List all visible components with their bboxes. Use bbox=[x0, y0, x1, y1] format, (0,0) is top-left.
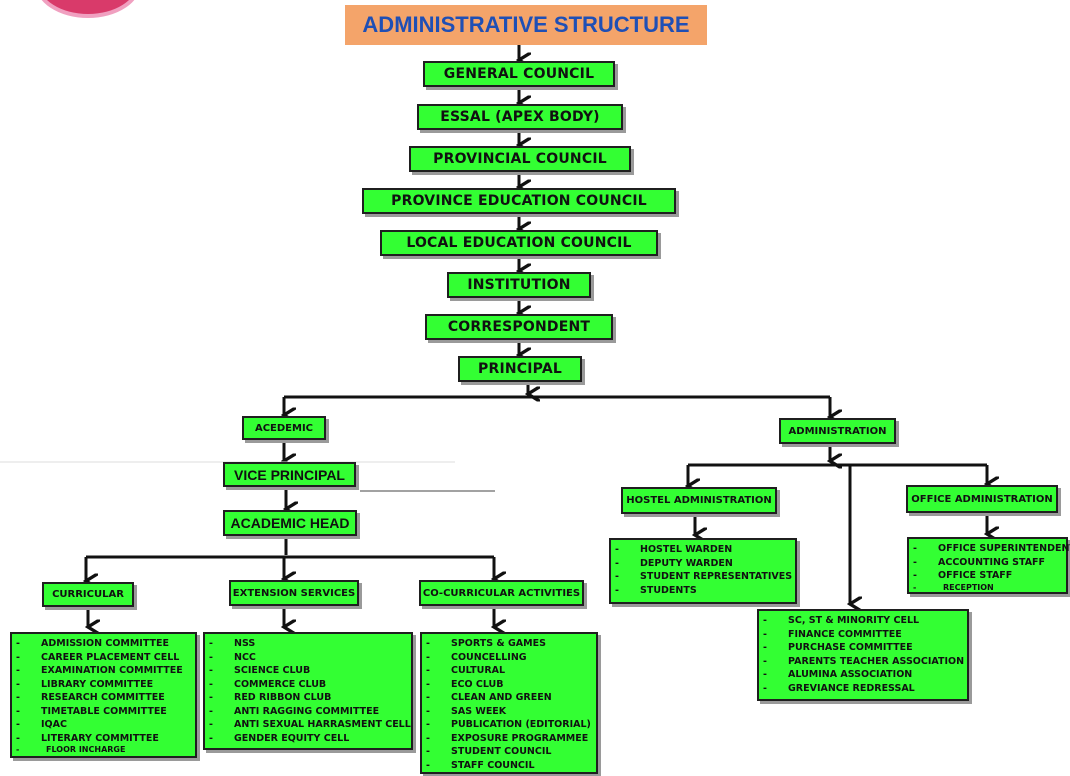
office-administration-box: OFFICE ADMINISTRATION bbox=[906, 485, 1058, 513]
list-item: SPORTS & GAMES bbox=[426, 637, 592, 651]
list-item: PARENTS TEACHER ASSOCIATION bbox=[763, 655, 964, 669]
list-item: EXPOSURE PROGRAMMEE bbox=[426, 732, 592, 746]
essal-apex-body-box: ESSAL (APEX BODY) bbox=[417, 104, 623, 130]
list-item: NSS bbox=[209, 637, 407, 651]
list-item: TIMETABLE COMMITTEE bbox=[16, 705, 191, 719]
list-item: HOSTEL WARDEN bbox=[615, 543, 791, 557]
list-item: ECO CLUB bbox=[426, 678, 592, 692]
list-item: OFFICE SUPERINTENDENT bbox=[913, 542, 1070, 556]
list-item: LITERARY COMMITTEE bbox=[16, 732, 191, 746]
list-item: ALUMINA ASSOCIATION bbox=[763, 668, 963, 682]
list-item: ADMISSION COMMITTEE bbox=[16, 637, 191, 651]
list-item: RED RIBBON CLUB bbox=[209, 691, 407, 705]
academic-box: ACEDEMIC bbox=[242, 416, 326, 440]
hostel-administration-list: HOSTEL WARDEN DEPUTY WARDEN STUDENT REPR… bbox=[609, 538, 797, 604]
province-education-council-box: PROVINCE EDUCATION COUNCIL bbox=[362, 188, 676, 214]
academic-head-box: ACADEMIC HEAD bbox=[223, 510, 357, 536]
list-item: GENDER EQUITY CELL bbox=[209, 732, 407, 746]
co-curricular-activities-box: CO-CURRICULAR ACTIVITIES bbox=[419, 580, 584, 606]
list-item: FINANCE COMMITTEE bbox=[763, 628, 963, 642]
list-item: SAS WEEK bbox=[426, 705, 592, 719]
list-item: ACCOUNTING STAFF bbox=[913, 556, 1062, 570]
list-item: CULTURAL bbox=[426, 664, 592, 678]
list-item: CAREER PLACEMENT CELL bbox=[16, 651, 191, 665]
administration-box: ADMINISTRATION bbox=[779, 418, 896, 444]
list-item: STUDENT REPRESENTATIVES bbox=[615, 570, 792, 584]
list-item: PUBLICATION (EDITORIAL) bbox=[426, 718, 592, 732]
administration-committees-list: SC, ST & MINORITY CELL FINANCE COMMITTEE… bbox=[757, 609, 969, 701]
list-item: RESEARCH COMMITTEE bbox=[16, 691, 191, 705]
list-item: STUDENTS bbox=[615, 584, 791, 598]
list-item: RECEPTION bbox=[913, 583, 1062, 592]
curricular-box: CURRICULAR bbox=[42, 582, 134, 607]
list-item: STUDENT COUNCIL bbox=[426, 745, 592, 759]
local-education-council-box: LOCAL EDUCATION COUNCIL bbox=[380, 230, 658, 256]
office-administration-list: OFFICE SUPERINTENDENT ACCOUNTING STAFF O… bbox=[907, 537, 1070, 594]
list-item: IQAC bbox=[16, 718, 191, 732]
extension-services-list: NSS NCC SCIENCE CLUB COMMERCE CLUB RED R… bbox=[203, 632, 413, 750]
list-item: COUNCELLING bbox=[426, 651, 592, 665]
list-item: CLEAN AND GREEN bbox=[426, 691, 592, 705]
list-item: LIBRARY COMMITTEE bbox=[16, 678, 191, 692]
page-title: ADMINISTRATIVE STRUCTURE bbox=[345, 5, 707, 45]
list-item: ANTI SEXUAL HARRASMENT CELL bbox=[209, 718, 411, 732]
list-item: STAFF COUNCIL bbox=[426, 759, 592, 773]
list-item: NCC bbox=[209, 651, 407, 665]
hostel-administration-box: HOSTEL ADMINISTRATION bbox=[621, 487, 777, 514]
list-item: FLOOR INCHARGE bbox=[16, 745, 191, 754]
correspondent-box: CORRESPONDENT bbox=[425, 314, 613, 340]
curricular-list: ADMISSION COMMITTEE CAREER PLACEMENT CEL… bbox=[10, 632, 197, 758]
list-item: SC, ST & MINORITY CELL bbox=[763, 614, 963, 628]
list-item: PURCHASE COMMITTEE bbox=[763, 641, 963, 655]
principal-box: PRINCIPAL bbox=[458, 356, 582, 382]
list-item: OFFICE STAFF bbox=[913, 569, 1062, 583]
list-item: ANTI RAGGING COMMITTEE bbox=[209, 705, 407, 719]
institution-box: INSTITUTION bbox=[447, 272, 591, 298]
list-item: GREVIANCE REDRESSAL bbox=[763, 682, 963, 696]
list-item: EXAMINATION COMMITTEE bbox=[16, 664, 191, 678]
extension-services-box: EXTENSION SERVICES bbox=[229, 580, 359, 606]
general-council-box: GENERAL COUNCIL bbox=[423, 61, 615, 87]
list-item: SCIENCE CLUB bbox=[209, 664, 407, 678]
vice-principal-box: VICE PRINCIPAL bbox=[223, 462, 356, 487]
provincial-council-box: PROVINCIAL COUNCIL bbox=[409, 146, 631, 172]
co-curricular-list: SPORTS & GAMES COUNCELLING CULTURAL ECO … bbox=[420, 632, 598, 774]
list-item: COMMERCE CLUB bbox=[209, 678, 407, 692]
list-item: DEPUTY WARDEN bbox=[615, 557, 791, 571]
